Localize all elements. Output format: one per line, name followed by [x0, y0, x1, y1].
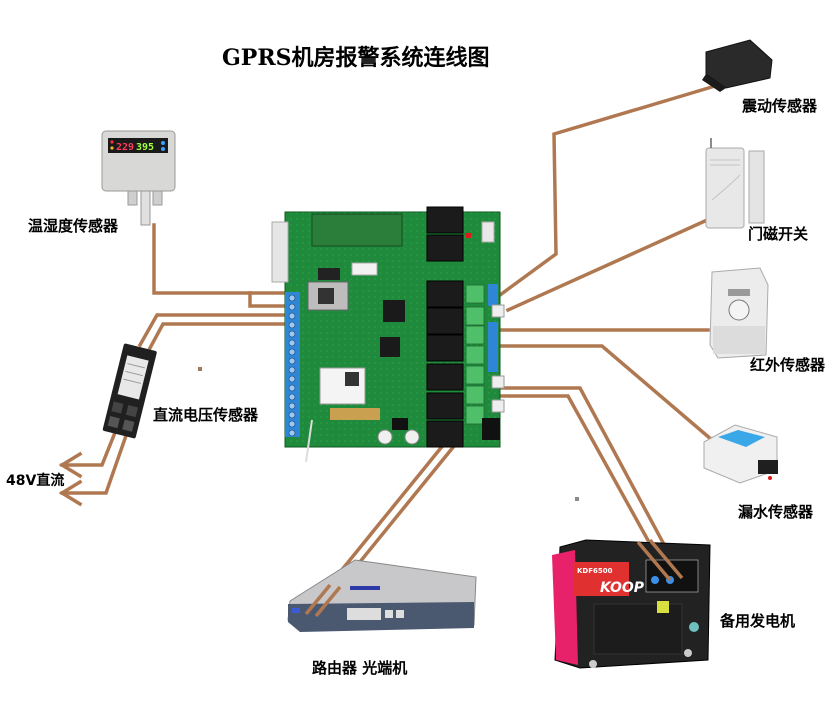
relay-column	[426, 206, 464, 448]
wire-48v-1	[60, 427, 119, 467]
dc-voltage-sensor[interactable]	[102, 343, 157, 439]
left-terminal-block	[285, 292, 300, 437]
vibration-label: 震动传感器	[742, 97, 818, 115]
relay-terminals	[465, 284, 485, 425]
water-leak-sensor[interactable]	[703, 424, 778, 484]
wire-vibration	[497, 83, 718, 298]
wire-generator-2	[482, 394, 673, 583]
router-label: 路由器 光端机	[312, 659, 407, 677]
arrowhead-48v-2	[58, 479, 83, 507]
wire-generator-tip-1	[648, 538, 684, 580]
generator-label: 备用发电机	[719, 612, 795, 630]
wire-generator-1	[482, 386, 685, 581]
temp-display: 229	[116, 142, 134, 153]
dc48-label: 48V直流	[6, 472, 64, 489]
stray-dot	[198, 367, 202, 371]
wire-door-magnet	[505, 218, 708, 313]
stray-dot	[575, 497, 579, 501]
wire-water-leak	[498, 344, 715, 443]
router[interactable]	[287, 559, 477, 632]
generator-brand: KOOP	[600, 580, 645, 596]
arrowhead-48v-1	[58, 451, 83, 479]
wire-generator-tip-2	[636, 540, 672, 582]
humidity-display: 395	[136, 142, 154, 153]
vibration-sensor[interactable]	[702, 39, 773, 92]
wire-dc-voltage-2	[147, 322, 295, 351]
water-leak-label: 漏水传感器	[738, 503, 814, 521]
wire-overlays	[304, 538, 684, 618]
wire-temp-humidity-2	[248, 291, 295, 308]
temp-humidity-sensor[interactable]: 229 395	[101, 130, 176, 226]
door-magnet-label: 门磁开关	[748, 225, 808, 243]
generator[interactable]: KDF6500 KOOP	[552, 539, 711, 669]
wire-temp-humidity	[152, 223, 287, 295]
wire-dc-voltage-1	[137, 313, 295, 348]
infrared-label: 红外传感器	[750, 356, 826, 374]
wire-router-tip-2	[314, 585, 342, 618]
door-magnet-sensor[interactable]	[705, 138, 765, 229]
wire-router-tip-1	[304, 583, 332, 616]
controller-board[interactable]	[271, 206, 505, 463]
temp-humidity-label: 温湿度传感器	[28, 217, 119, 235]
generator-model: KDF6500	[577, 567, 613, 575]
dc-voltage-label: 直流电压传感器	[153, 406, 259, 424]
diagram-title: GPRS机房报警系统连线图	[222, 45, 490, 71]
wire-48v-2	[60, 427, 131, 495]
infrared-sensor[interactable]	[709, 267, 769, 359]
